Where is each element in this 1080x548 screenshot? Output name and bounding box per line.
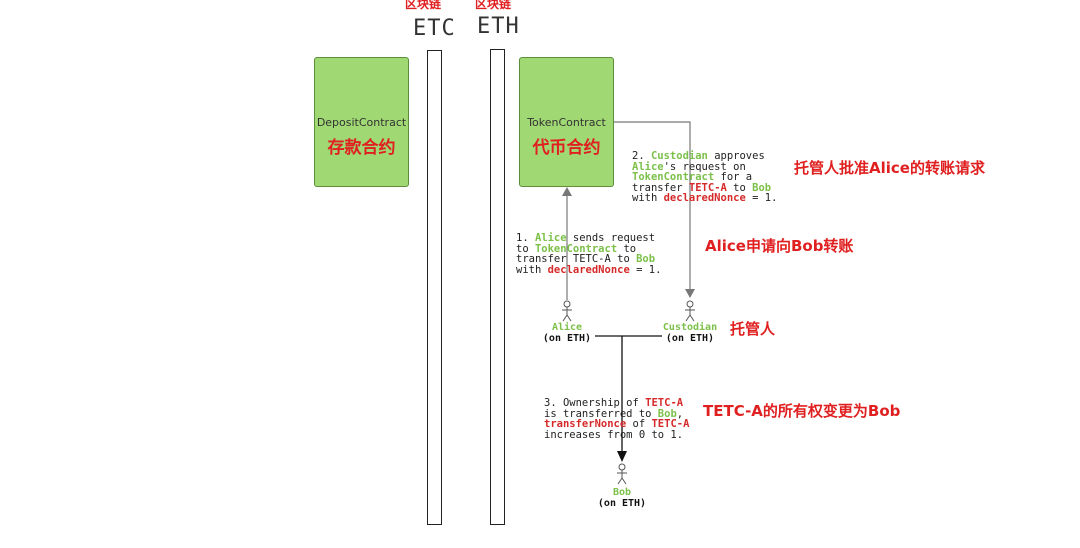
eth-chain-label: ETH: [477, 14, 520, 39]
alice-request-arrowhead: [562, 187, 572, 196]
step-text-segment: to: [726, 181, 753, 194]
etc-chain-cn-label: 区块链: [405, 0, 442, 11]
etc-lane: [427, 50, 442, 525]
step-text-segment: Bob: [752, 181, 772, 194]
step-3-text: 3. Ownership of TETC-A is transferred to…: [544, 397, 690, 441]
custodian-approve-arrowhead: [685, 289, 695, 298]
alice-actor: Alice (on ETH): [537, 322, 597, 345]
step-text-segment: 's request on: [663, 160, 746, 173]
step-text-segment: TokenContract: [534, 242, 618, 255]
custodian-actor-icon: [685, 300, 695, 322]
step-text-segment: 1.: [516, 232, 535, 244]
step-text-segment: TETC-A: [651, 418, 690, 430]
step-text-segment: TokenContract: [632, 171, 715, 183]
step-text-segment: to transfer TETC-A to: [516, 242, 637, 265]
step-text-segment: transferNonce: [544, 418, 627, 430]
note-custodian: 托管人: [730, 320, 776, 338]
token-contract-cn: 代币合约: [532, 138, 601, 158]
step-text-segment: = 1.: [629, 263, 662, 276]
custodian-actor: Custodian (on ETH): [658, 322, 722, 345]
step-text-segment: Alice: [632, 160, 664, 173]
step-text-segment: 3. Ownership of: [544, 397, 646, 409]
bob-actor-icon: [617, 463, 627, 485]
step-text-segment: Alice: [534, 232, 567, 244]
step-text-segment: TETC-A: [688, 181, 727, 194]
step-text-segment: Custodian: [650, 150, 708, 162]
custodian-name: Custodian: [662, 322, 718, 333]
alice-actor-icon: [562, 300, 572, 322]
eth-chain-cn-label: 区块链: [475, 0, 512, 11]
step-text-segment: declaredNonce: [547, 263, 630, 276]
deposit-contract-name: DepositContract: [316, 116, 407, 129]
step-text-segment: approves: [714, 150, 765, 162]
bob-actor: Bob (on ETH): [592, 487, 652, 510]
step-text-segment: for a transfer: [632, 171, 753, 194]
step-text-segment: declaredNonce: [663, 192, 746, 204]
step-1-text: 1. Alice sends request to TokenContract …: [516, 232, 662, 276]
step-text-segment: Bob: [657, 407, 677, 420]
deposit-contract-cn: 存款合约: [327, 138, 396, 158]
step-text-segment: TETC-A: [645, 397, 684, 409]
ownership-transfer-arrowhead: [617, 451, 627, 462]
bob-sub: (on ETH): [597, 498, 647, 509]
step-text-segment: ,: [676, 407, 684, 420]
bob-name: Bob: [612, 487, 632, 498]
alice-sub: (on ETH): [542, 333, 592, 344]
step-text-segment: with: [632, 192, 658, 204]
custodian-sub: (on ETH): [665, 333, 715, 344]
step-text-segment: Bob: [636, 253, 656, 265]
token-contract-name: TokenContract: [527, 116, 606, 129]
note-custodian-approves: 托管人批准Alice的转账请求: [794, 159, 985, 177]
step-text-segment: = 1.: [745, 192, 778, 204]
step-text-segment: sends request to: [516, 232, 656, 255]
step-text-segment: 2.: [632, 150, 651, 162]
etc-chain-label: ETC: [413, 16, 456, 41]
deposit-contract-box: DepositContract 存款合约: [314, 57, 409, 187]
step-2-text: 2. Custodian approves Alice's request on…: [632, 151, 777, 204]
note-ownership: TETC-A的所有权变更为Bob: [703, 402, 901, 420]
eth-lane: [490, 49, 505, 525]
step-text-segment: increases from 0 to 1.: [544, 428, 684, 441]
alice-name: Alice: [551, 322, 583, 333]
step-text-segment: with: [516, 263, 542, 276]
step-text-segment: is transferred to: [544, 407, 652, 420]
step-text-segment: of: [626, 418, 652, 430]
note-alice-request: Alice申请向Bob转账: [705, 237, 854, 255]
token-contract-box: TokenContract 代币合约: [519, 57, 614, 187]
custodian-approve-arrow: [614, 121, 691, 297]
